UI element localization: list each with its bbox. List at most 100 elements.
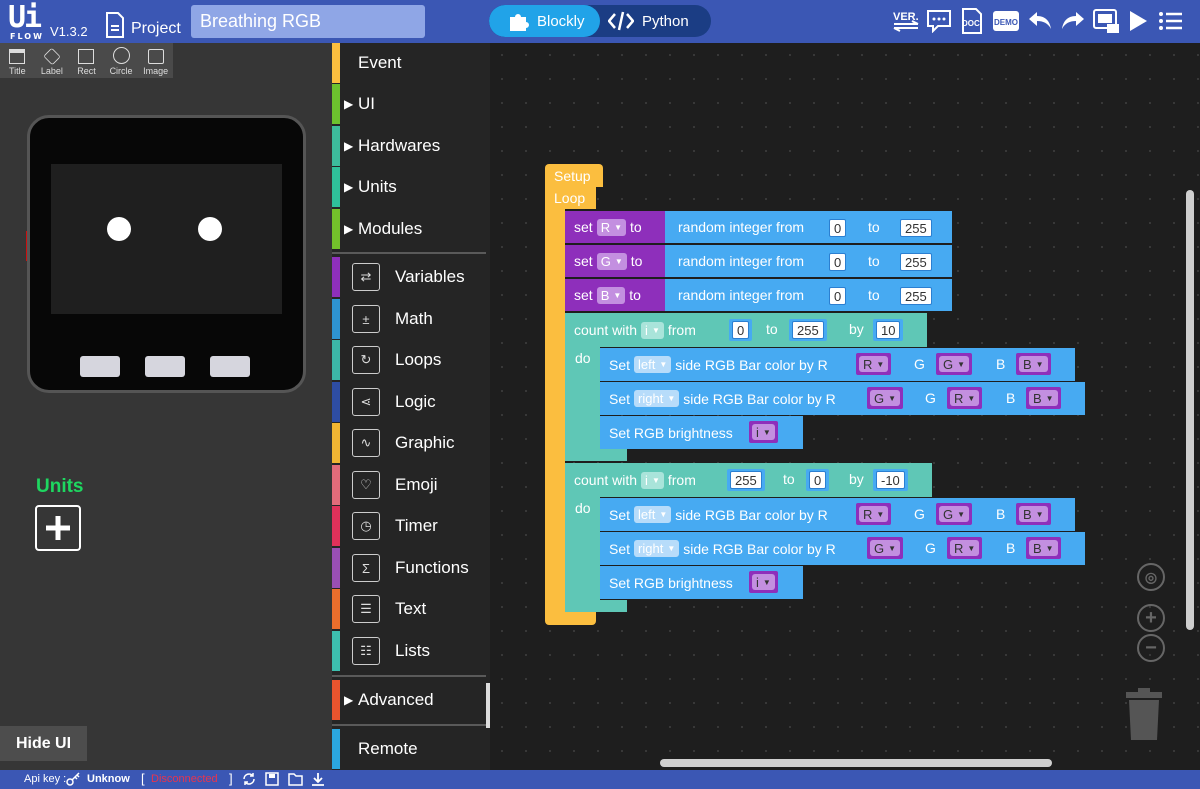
folder-icon[interactable] [288, 772, 303, 786]
tool-image[interactable]: Image [138, 43, 173, 78]
category-lists[interactable]: ☷Lists [332, 631, 486, 671]
loop2-to-input[interactable]: 0 [809, 471, 827, 489]
category-logic[interactable]: ⋖Logic [332, 382, 486, 422]
category-math[interactable]: ±Math [332, 299, 486, 339]
side-dropdown[interactable]: left▼ [634, 506, 672, 523]
count-with-block-2[interactable]: count with i▼ from [565, 463, 932, 497]
recenter-icon[interactable]: ◎ [1137, 563, 1165, 591]
category-graphic[interactable]: ∿Graphic [332, 423, 486, 463]
category-variables[interactable]: ⇄Variables [332, 257, 486, 297]
doc-icon[interactable]: DOC [958, 8, 986, 34]
device-icon[interactable] [1092, 8, 1120, 34]
undo-icon[interactable] [1027, 8, 1053, 34]
var-slot: R▼ [856, 353, 892, 375]
set-rgb-bar-left-block[interactable]: Set left▼ side RGB Bar color by R [600, 498, 1075, 531]
refresh-icon[interactable] [242, 772, 256, 786]
rand-min-input[interactable]: 0 [829, 219, 847, 237]
g-arg-dropdown[interactable]: R▼ [950, 390, 980, 406]
brightness-arg-dropdown[interactable]: i▼ [752, 424, 775, 440]
tool-circle[interactable]: Circle [104, 43, 139, 78]
version-icon[interactable]: VER. [892, 8, 920, 34]
var-slot: G▼ [936, 353, 973, 375]
side-dropdown[interactable]: left▼ [634, 356, 672, 373]
category-ui[interactable]: ▶UI [332, 84, 486, 124]
toolbox-scrollbar[interactable] [486, 683, 490, 728]
r-arg-dropdown[interactable]: R▼ [859, 506, 889, 522]
g-arg-dropdown[interactable]: R▼ [950, 540, 980, 556]
r-arg-dropdown[interactable]: G▼ [870, 390, 901, 406]
r-arg-dropdown[interactable]: R▼ [859, 356, 889, 372]
loop-var-dropdown[interactable]: i▼ [641, 471, 664, 489]
brightness-arg-dropdown[interactable]: i▼ [752, 574, 775, 590]
category-text[interactable]: ☰Text [332, 589, 486, 629]
device-screen[interactable] [51, 164, 282, 314]
category-timer[interactable]: ◷Timer [332, 506, 486, 546]
r-arg-dropdown[interactable]: G▼ [870, 540, 901, 556]
loop2-by-input[interactable]: -10 [876, 471, 905, 489]
rand-min-input[interactable]: 0 [829, 253, 847, 271]
download-icon[interactable] [311, 772, 325, 786]
tool-title[interactable]: Title [0, 43, 35, 78]
demo-icon[interactable]: DEMO [992, 8, 1020, 34]
category-remote[interactable]: Remote [332, 729, 486, 769]
hide-ui-button[interactable]: Hide UI [0, 726, 87, 761]
category-label: UI [358, 94, 375, 113]
loop1-from-input[interactable]: 0 [732, 321, 750, 339]
run-icon[interactable] [1126, 8, 1150, 34]
project-name-input[interactable] [191, 5, 425, 38]
loop-var-dropdown[interactable]: i▼ [641, 321, 664, 339]
setup-block[interactable]: Setup [545, 164, 603, 187]
loop1-to-input[interactable]: 255 [792, 321, 824, 339]
g-arg-dropdown[interactable]: G▼ [939, 356, 970, 372]
menu-icon[interactable] [1158, 8, 1184, 34]
category-units[interactable]: ▶Units [332, 167, 486, 207]
side-dropdown[interactable]: right▼ [634, 390, 680, 407]
chat-icon[interactable] [926, 8, 952, 34]
loop1-by-input[interactable]: 10 [876, 321, 901, 339]
b-arg-dropdown[interactable]: B▼ [1019, 506, 1048, 522]
trash-icon[interactable] [1124, 688, 1164, 740]
project-button[interactable]: Project [105, 10, 181, 38]
rand-max-input[interactable]: 255 [900, 287, 932, 305]
category-hardwares[interactable]: ▶Hardwares [332, 126, 486, 166]
add-unit-button[interactable] [35, 505, 81, 551]
tool-label[interactable]: Label [35, 43, 70, 78]
g-arg-dropdown[interactable]: G▼ [939, 506, 970, 522]
var-dropdown[interactable]: B▼ [596, 286, 626, 304]
zoom-out-icon[interactable]: − [1137, 634, 1165, 662]
side-dropdown[interactable]: right▼ [634, 540, 680, 557]
loop-block[interactable]: Loop [545, 187, 596, 209]
horizontal-scrollbar[interactable] [660, 759, 1052, 767]
tab-blockly[interactable]: Blockly [489, 5, 600, 37]
category-loops[interactable]: ↻Loops [332, 340, 486, 380]
tool-rect[interactable]: Rect [69, 43, 104, 78]
chevron-down-icon: ▼ [613, 290, 622, 300]
var-dropdown[interactable]: G▼ [596, 252, 627, 270]
set-rgb-bar-right-block[interactable]: Set right▼ side RGB Bar color by R [600, 382, 1085, 415]
b-arg-dropdown[interactable]: B▼ [1029, 390, 1058, 406]
category-emoji[interactable]: ♡Emoji [332, 465, 486, 505]
category-modules[interactable]: ▶Modules [332, 209, 486, 249]
category-event[interactable]: Event [332, 43, 486, 83]
b-arg-dropdown[interactable]: B▼ [1029, 540, 1058, 556]
redo-icon[interactable] [1060, 8, 1086, 34]
save-icon[interactable] [265, 772, 279, 786]
b-arg-dropdown[interactable]: B▼ [1019, 356, 1048, 372]
rand-max-input[interactable]: 255 [900, 219, 932, 237]
mode-toggle[interactable]: Blockly Python [489, 5, 711, 37]
set-brightness-block[interactable]: Set RGB brightness [600, 566, 803, 599]
set-rgb-bar-right-block[interactable]: Set right▼ side RGB Bar color by R [600, 532, 1085, 565]
category-advanced[interactable]: ▶Advanced [332, 680, 486, 720]
zoom-in-icon[interactable]: + [1137, 604, 1165, 632]
var-dropdown[interactable]: R▼ [596, 218, 626, 236]
vertical-scrollbar[interactable] [1186, 190, 1194, 630]
rand-max-input[interactable]: 255 [900, 253, 932, 271]
rand-min-input[interactable]: 0 [829, 287, 847, 305]
tab-python[interactable]: Python [600, 5, 711, 37]
loop2-from-input[interactable]: 255 [730, 471, 762, 489]
set-rgb-bar-left-block[interactable]: Set left▼ side RGB Bar color by R [600, 348, 1075, 381]
